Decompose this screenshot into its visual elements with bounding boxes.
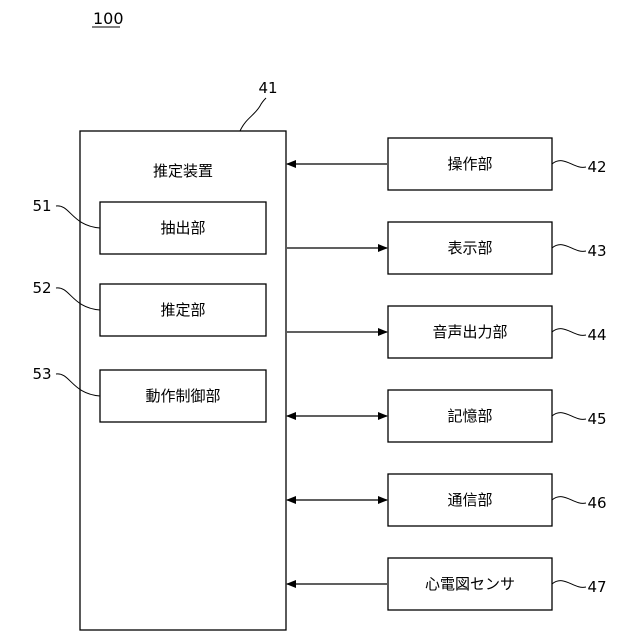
internal-unit-label: 抽出部: [160, 219, 205, 237]
external-unit-ref-leader: [552, 413, 586, 420]
internal-unit-ref: 52: [32, 279, 51, 297]
external-unit-label: 記憶部: [447, 407, 492, 425]
internal-unit-label: 動作制御部: [145, 387, 220, 405]
external-unit-label: 表示部: [447, 239, 492, 257]
external-unit-ref-leader: [552, 581, 586, 588]
external-unit-ref: 44: [587, 326, 606, 344]
main-device-ref: 41: [258, 79, 277, 97]
external-unit-ref: 45: [587, 410, 606, 428]
figure-number: 100: [93, 9, 124, 28]
internal-units: 抽出部 51 推定部 52 動作制御部 53: [32, 197, 266, 422]
main-device-title: 推定装置: [153, 162, 213, 180]
external-unit-ref-leader: [552, 245, 586, 252]
external-unit-label: 操作部: [447, 155, 492, 173]
external-unit-ref: 42: [587, 158, 606, 176]
external-unit-label: 通信部: [447, 491, 492, 509]
external-unit-label: 心電図センサ: [425, 575, 515, 593]
internal-unit-ref: 53: [32, 365, 51, 383]
external-unit-ref-leader: [552, 497, 586, 504]
main-device-ref-leader: [240, 98, 266, 131]
external-units: 操作部 42 表示部 43 音声出力部 44 記憶部 45 通信部 46 心電図センサ 47: [287, 138, 607, 610]
internal-unit-ref: 51: [32, 197, 51, 215]
external-unit-ref: 47: [587, 578, 606, 596]
external-unit-ref: 46: [587, 494, 606, 512]
external-unit-label: 音声出力部: [432, 323, 507, 341]
external-unit-ref: 43: [587, 242, 606, 260]
internal-unit-label: 推定部: [160, 301, 205, 319]
external-unit-ref-leader: [552, 161, 586, 168]
external-unit-ref-leader: [552, 329, 586, 336]
